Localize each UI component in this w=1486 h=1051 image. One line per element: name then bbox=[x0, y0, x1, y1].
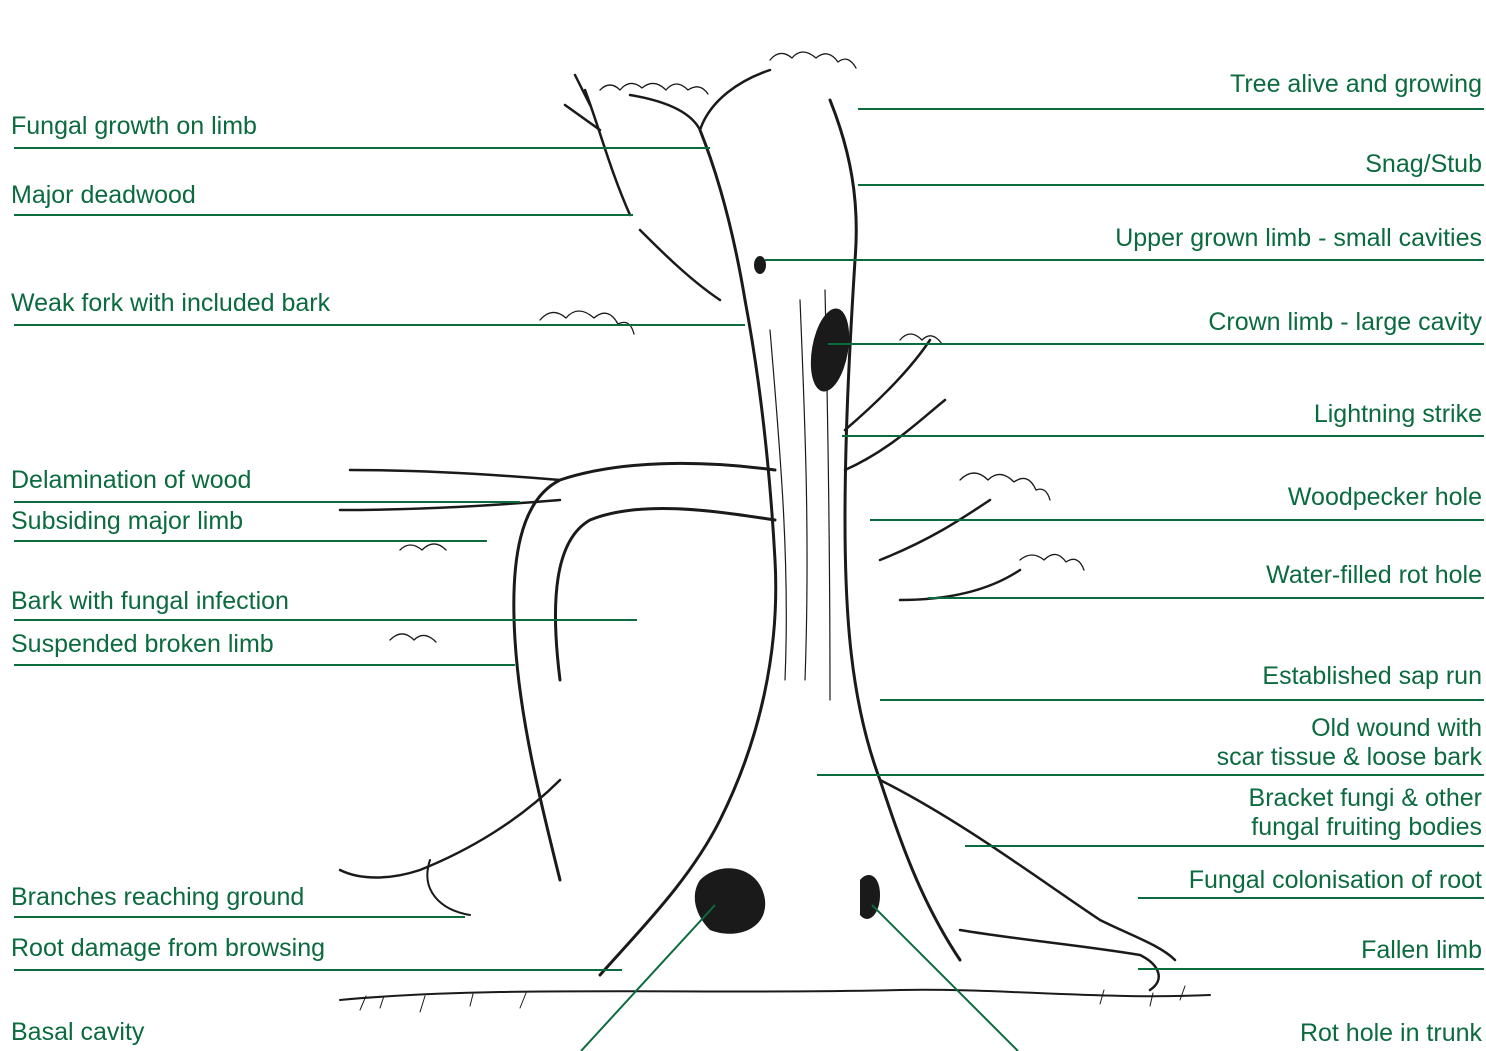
label-basal-cavity: Basal cavity bbox=[11, 1018, 144, 1047]
label-bracket-fungi-line1: Bracket fungi & other bbox=[1249, 784, 1482, 813]
leader-rot-hole bbox=[872, 905, 1018, 1051]
label-woodpecker-hole: Woodpecker hole bbox=[1288, 483, 1482, 512]
label-tree-alive-growing: Tree alive and growing bbox=[1230, 70, 1482, 99]
label-bark-fungal-infection: Bark with fungal infection bbox=[11, 587, 289, 616]
label-old-wound-line1: Old wound with bbox=[1217, 714, 1482, 743]
label-bracket-fungi-line2: fungal fruiting bodies bbox=[1249, 813, 1482, 842]
label-lightning-strike: Lightning strike bbox=[1314, 400, 1482, 429]
label-delamination-of-wood: Delamination of wood bbox=[11, 466, 251, 495]
label-weak-fork: Weak fork with included bark bbox=[11, 289, 330, 318]
label-upper-grown-limb: Upper grown limb - small cavities bbox=[1115, 224, 1482, 253]
label-rot-hole-in-trunk: Rot hole in trunk bbox=[1300, 1019, 1482, 1048]
leader-basal-cavity bbox=[581, 905, 715, 1051]
label-old-wound-line2: scar tissue & loose bark bbox=[1217, 743, 1482, 772]
label-crown-limb-cavity: Crown limb - large cavity bbox=[1208, 308, 1482, 337]
label-root-damage-browsing: Root damage from browsing bbox=[11, 934, 325, 963]
label-fallen-limb: Fallen limb bbox=[1361, 936, 1482, 965]
label-old-wound: Old wound with scar tissue & loose bark bbox=[1217, 714, 1482, 772]
label-established-sap-run: Established sap run bbox=[1262, 662, 1482, 691]
label-bracket-fungi: Bracket fungi & other fungal fruiting bo… bbox=[1249, 784, 1482, 842]
tree-drawing bbox=[340, 52, 1210, 1012]
label-water-filled-rot-hole: Water-filled rot hole bbox=[1266, 561, 1482, 590]
label-subsiding-major-limb: Subsiding major limb bbox=[11, 507, 243, 536]
label-fungal-growth-on-limb: Fungal growth on limb bbox=[11, 112, 257, 141]
label-branches-reaching-ground: Branches reaching ground bbox=[11, 883, 304, 912]
label-fungal-colonisation-root: Fungal colonisation of root bbox=[1189, 866, 1482, 895]
label-snag-stub: Snag/Stub bbox=[1365, 150, 1482, 179]
label-suspended-broken-limb: Suspended broken limb bbox=[11, 630, 274, 659]
label-major-deadwood: Major deadwood bbox=[11, 181, 196, 210]
